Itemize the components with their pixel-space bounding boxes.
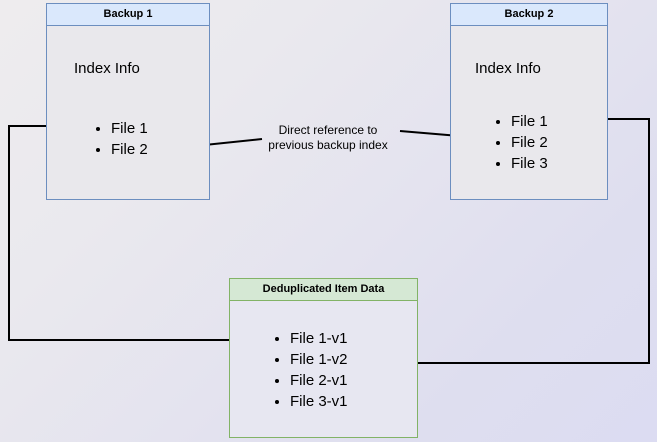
node-backup-2-body: Index Info File 1 File 2 File 3 bbox=[451, 26, 607, 199]
backup-2-file-list: File 1 File 2 File 3 bbox=[497, 111, 548, 174]
list-item: File 1-v1 bbox=[290, 328, 348, 349]
edge-label-line-2: previous backup index bbox=[268, 138, 388, 152]
list-item: File 1-v2 bbox=[290, 349, 348, 370]
backup-2-index-info-label: Index Info bbox=[475, 60, 541, 77]
backup-1-index-info-label: Index Info bbox=[74, 60, 140, 77]
node-backup-2-header: Backup 2 bbox=[451, 4, 607, 26]
list-item: File 1 bbox=[511, 111, 548, 132]
node-deduplicated-item-data[interactable]: Deduplicated Item Data File 1-v1 File 1-… bbox=[229, 278, 418, 438]
edge-label-line-1: Direct reference to bbox=[278, 123, 378, 137]
edge-label-direct-reference: Direct reference to previous backup inde… bbox=[248, 123, 408, 153]
list-item: File 3 bbox=[511, 153, 548, 174]
node-backup-2[interactable]: Backup 2 Index Info File 1 File 2 File 3 bbox=[450, 3, 608, 200]
node-backup-1-header: Backup 1 bbox=[47, 4, 209, 26]
list-item: File 3-v1 bbox=[290, 391, 348, 412]
dedup-file-list: File 1-v1 File 1-v2 File 2-v1 File 3-v1 bbox=[276, 328, 348, 412]
node-dedup-body: File 1-v1 File 1-v2 File 2-v1 File 3-v1 bbox=[230, 301, 417, 437]
backup-1-file-list: File 1 File 2 bbox=[97, 118, 148, 160]
list-item: File 2 bbox=[511, 132, 548, 153]
node-dedup-header: Deduplicated Item Data bbox=[230, 279, 417, 301]
node-backup-1[interactable]: Backup 1 Index Info File 1 File 2 bbox=[46, 3, 210, 200]
list-item: File 2 bbox=[111, 139, 148, 160]
list-item: File 2-v1 bbox=[290, 370, 348, 391]
list-item: File 1 bbox=[111, 118, 148, 139]
node-backup-1-body: Index Info File 1 File 2 bbox=[47, 26, 209, 199]
